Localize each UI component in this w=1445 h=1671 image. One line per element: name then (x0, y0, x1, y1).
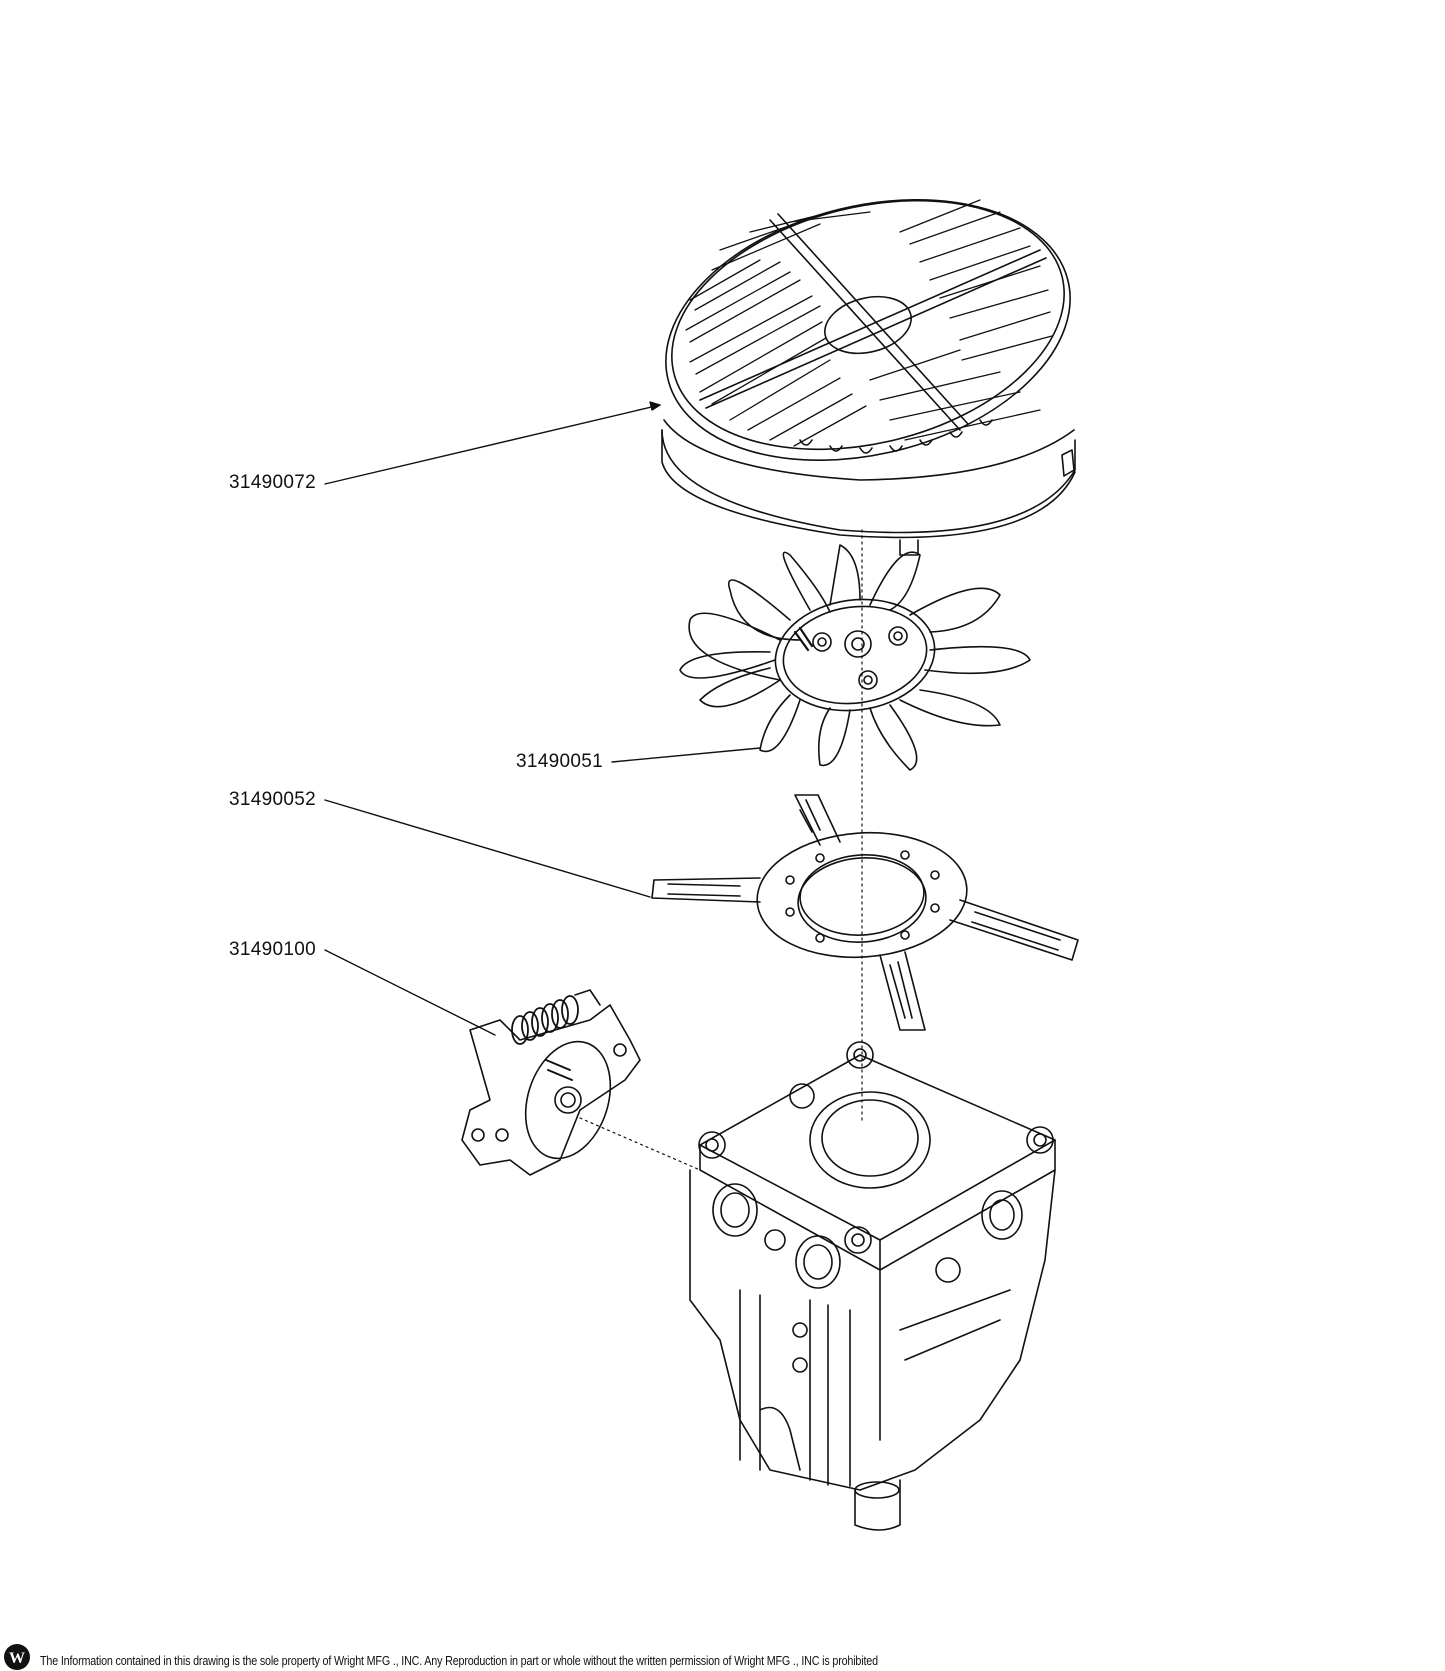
bypass-arm-assembly (461, 989, 641, 1176)
leader-31490052 (324, 799, 651, 898)
leader-31490100 (324, 949, 496, 1036)
leader-lines (324, 401, 761, 1036)
callout-fan-mount-bracket: 31490052 (229, 789, 316, 810)
hydro-pump-body (689, 1041, 1056, 1531)
leader-31490051 (611, 747, 761, 763)
callout-fan-shroud: 31490072 (229, 472, 316, 493)
cooling-fan (679, 544, 1031, 771)
callout-cooling-fan: 31490051 (516, 751, 603, 772)
proprietary-notice: The Information contained in this drawin… (40, 1654, 878, 1668)
footer: W The Information contained in this draw… (0, 1640, 1445, 1671)
fan-mount-bracket (651, 794, 1079, 1031)
fan-shroud (661, 198, 1076, 556)
logo-letter: W (9, 1650, 25, 1667)
leader-31490072 (324, 404, 661, 485)
bypass-axis (579, 1117, 701, 1171)
callout-bypass-arm-assembly: 31490100 (229, 939, 316, 960)
wright-logo: W (4, 1644, 30, 1670)
